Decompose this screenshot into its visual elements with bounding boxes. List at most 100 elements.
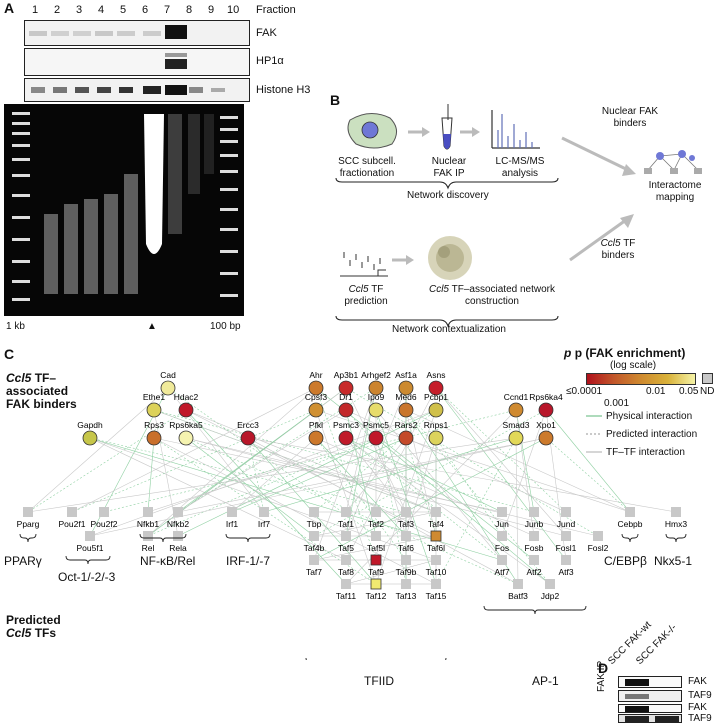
network-edge: [315, 437, 407, 561]
tf-label: Taf6l: [427, 543, 445, 553]
network-edge: [185, 437, 519, 585]
tf-label: Taf1: [338, 519, 354, 529]
blot-label-hp1a: HP1α: [256, 55, 284, 67]
d-label-ip-fak: FAK: [688, 676, 707, 687]
binder-node-xpo1: [538, 430, 554, 446]
fraction-6: 6: [142, 4, 149, 16]
tf-label: Atf3: [558, 567, 573, 577]
panel-d-letter: D: [598, 660, 609, 676]
tf-node-batf3: [513, 579, 523, 589]
binder-label: Arhgef2: [361, 370, 391, 380]
step-scc: SCC subcell. fractionation: [332, 156, 402, 180]
d-blot-lys-fak: [618, 704, 682, 713]
d-label-lys-taf9: TAF9: [688, 713, 712, 724]
step-ms-text: LC-MS/MS analysis: [495, 156, 545, 179]
network-edge: [153, 409, 535, 513]
tf-label: Fosl2: [588, 543, 609, 553]
network-edge: [315, 409, 631, 513]
tf-label: Fos: [495, 543, 509, 553]
tf-label: Batf3: [508, 591, 528, 601]
network-edge: [345, 437, 503, 513]
tf-node-taf6: [401, 531, 411, 541]
tf-node-fosl2: [593, 531, 603, 541]
tf-node-taf6l: [430, 530, 442, 542]
network-edge: [345, 409, 567, 513]
network-edge: [313, 409, 547, 537]
tf-node-atf3: [561, 555, 571, 565]
fraction-4: 4: [98, 4, 105, 16]
legend-tick-0001: 0.001: [604, 398, 630, 409]
binder-label: Ahr: [309, 370, 322, 380]
tf-node-taf4b: [309, 531, 319, 541]
tf-label: Taf5: [338, 543, 354, 553]
network-edge: [27, 409, 187, 513]
network-edge: [515, 409, 535, 513]
tf-label: Taf4b: [304, 543, 325, 553]
predicted-title: Predicted Ccl5 TFs: [6, 614, 61, 640]
tf-node-irf1: [227, 507, 237, 517]
legend-tick-high: 0.05: [679, 386, 699, 397]
legend-colorbar: [586, 373, 696, 385]
network-edge: [147, 437, 377, 537]
tf-label: Hmx3: [665, 519, 687, 529]
binder-label: Rnps1: [424, 420, 449, 430]
network-edge: [147, 437, 377, 513]
network-edge: [315, 437, 535, 537]
binder-label: Xpo1: [536, 420, 556, 430]
tf-tf-edge: [313, 535, 437, 561]
network-edge: [177, 387, 377, 513]
network-edge: [375, 437, 407, 537]
tf-node-taf4: [431, 507, 441, 517]
binder-label: Ap3b1: [334, 370, 359, 380]
tf-node-rela: [173, 531, 183, 541]
binder-label: Psmc5: [363, 420, 389, 430]
blot-histone-h3: [24, 78, 250, 102]
tf-label: Taf13: [396, 591, 417, 601]
tf-label: Pou2f1: [59, 519, 86, 529]
network-construction-italic: Ccl5: [428, 284, 449, 295]
tf-node-taf9: [370, 554, 382, 566]
legend-predicted: Predicted interaction: [606, 429, 698, 440]
tf-label: Taf7: [306, 567, 322, 577]
legend-tick-mid: 0.01: [646, 386, 666, 397]
network-edge: [153, 437, 437, 585]
network-edge: [177, 409, 347, 513]
blot-label-histone-h3: Histone H3: [256, 84, 311, 96]
fraction-label: Fraction: [256, 4, 296, 16]
d-label-lys-fak: FAK: [688, 702, 707, 713]
binders-title: Ccl5 TF– associated FAK binders: [6, 372, 77, 411]
step-ip-text: Nuclear FAK IP: [431, 156, 467, 179]
network-edge: [315, 409, 377, 585]
gel-arrow: ▲: [147, 321, 157, 332]
binder-label: Rps3: [144, 420, 164, 430]
binder-node-cad: [160, 380, 176, 396]
legend-edge-types: [586, 415, 602, 453]
network-edge: [247, 437, 677, 513]
binder-label: Rps6ka5: [169, 420, 203, 430]
panel-a-letter: A: [4, 0, 15, 16]
network-edge: [405, 437, 437, 537]
legend-nd: ND: [700, 386, 715, 397]
tf-node-atf2: [529, 555, 539, 565]
network-edge: [405, 409, 631, 513]
tf-label: Irf1: [226, 519, 239, 529]
tf-label: Junb: [525, 519, 544, 529]
network-edge: [185, 437, 315, 537]
fraction-3: 3: [76, 4, 83, 16]
group-bracket: [621, 533, 639, 543]
tf-binders-italic: Ccl5: [600, 238, 621, 249]
network-construction-label: Ccl5 TF–associated network construction: [412, 284, 572, 308]
tf-node-taf9b: [401, 555, 411, 565]
predicted-italic: Ccl5: [6, 626, 32, 640]
binder-label: Rars2: [395, 420, 418, 430]
network-edge: [185, 409, 347, 585]
gel-label-100bp: 100 bp: [210, 321, 241, 332]
tf-node-pou5f1: [85, 531, 95, 541]
binder-node-ahr: [308, 380, 324, 396]
binder-node-rnps1: [428, 430, 444, 446]
binder-node-rps6ka4: [538, 402, 554, 418]
binder-label: Hdac2: [174, 392, 199, 402]
tf-node-taf8: [341, 555, 351, 565]
nuclear-binders-label: Nuclear FAK binders: [590, 106, 670, 130]
